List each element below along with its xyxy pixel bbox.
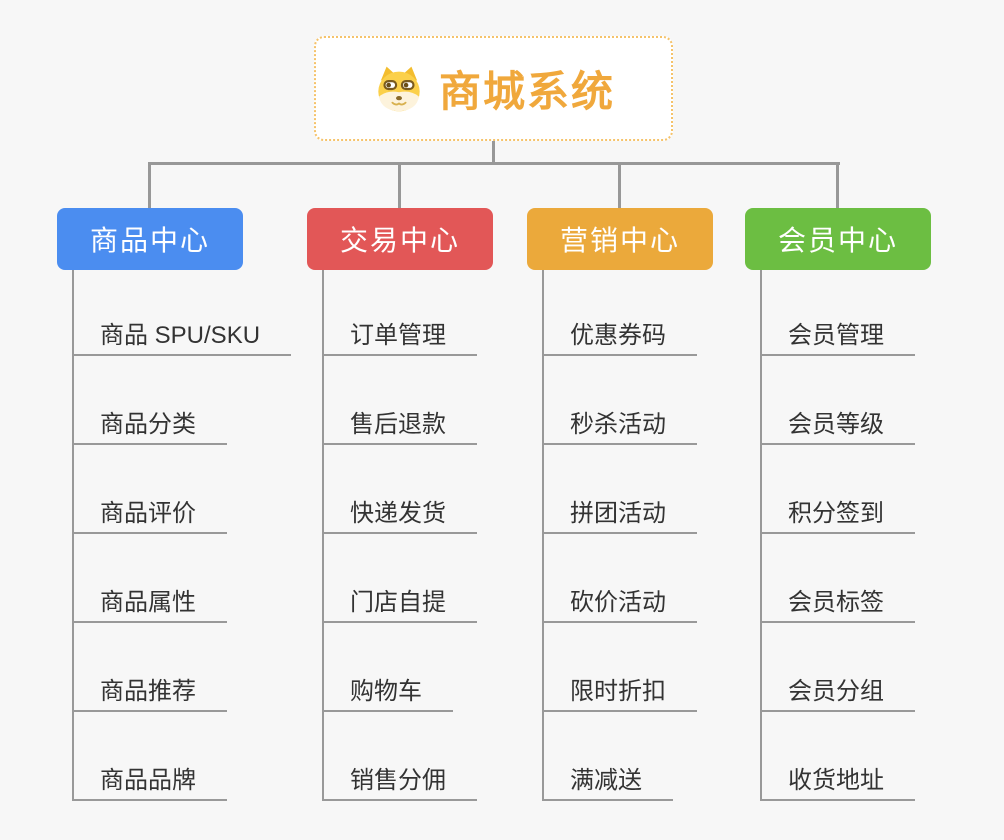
leaf-node[interactable]: 购物车 — [322, 673, 453, 712]
leaf-node[interactable]: 商品 SPU/SKU — [72, 317, 292, 356]
leaf-node[interactable]: 收货地址 — [760, 762, 915, 801]
leaf-node[interactable]: 会员分组 — [760, 673, 915, 712]
branch-spine — [72, 270, 74, 799]
dog-face-icon — [372, 65, 426, 113]
leaf-node[interactable]: 商品品牌 — [72, 762, 227, 801]
leaf-node[interactable]: 商品属性 — [72, 584, 227, 623]
branch-column-marketing: 营销中心 优惠券码 秒杀活动 拼团活动 砍价活动 限时折扣 满减送 — [527, 208, 782, 808]
leaf-node[interactable]: 会员管理 — [760, 317, 915, 356]
branch-spine — [760, 270, 762, 799]
branch-node-marketing[interactable]: 营销中心 — [527, 208, 713, 270]
connector-root-stub — [492, 141, 495, 163]
branch-column-members: 会员中心 会员管理 会员等级 积分签到 会员标签 会员分组 收货地址 — [745, 208, 1000, 808]
leaf-node[interactable]: 满减送 — [542, 762, 673, 801]
leaf-node[interactable]: 会员标签 — [760, 584, 915, 623]
leaf-node[interactable]: 商品推荐 — [72, 673, 227, 712]
leaf-node[interactable]: 会员等级 — [760, 406, 915, 445]
leaf-node[interactable]: 秒杀活动 — [542, 406, 697, 445]
connector-drop-3 — [618, 165, 621, 208]
leaf-node[interactable]: 订单管理 — [322, 317, 477, 356]
connector-drop-1 — [148, 165, 151, 208]
branch-spine — [322, 270, 324, 799]
leaf-node[interactable]: 限时折扣 — [542, 673, 697, 712]
leaf-node[interactable]: 砍价活动 — [542, 584, 697, 623]
connector-trunk — [148, 162, 840, 165]
connector-drop-2 — [398, 165, 401, 208]
leaf-node[interactable]: 售后退款 — [322, 406, 477, 445]
leaf-node[interactable]: 门店自提 — [322, 584, 477, 623]
leaf-node[interactable]: 快递发货 — [322, 495, 477, 534]
branch-node-products[interactable]: 商品中心 — [57, 208, 243, 270]
leaf-node[interactable]: 商品分类 — [72, 406, 227, 445]
leaf-node[interactable]: 销售分佣 — [322, 762, 477, 801]
branch-spine — [542, 270, 544, 799]
branch-node-trade[interactable]: 交易中心 — [307, 208, 493, 270]
branch-column-products: 商品中心 商品 SPU/SKU 商品分类 商品评价 商品属性 商品推荐 商品品牌 — [57, 208, 312, 808]
leaf-node[interactable]: 优惠券码 — [542, 317, 697, 356]
leaf-node[interactable]: 积分签到 — [760, 495, 915, 534]
branch-column-trade: 交易中心 订单管理 售后退款 快递发货 门店自提 购物车 销售分佣 — [307, 208, 562, 808]
root-title: 商城系统 — [438, 68, 615, 115]
branch-node-members[interactable]: 会员中心 — [745, 208, 931, 270]
leaf-node[interactable]: 拼团活动 — [542, 495, 697, 534]
leaf-node[interactable]: 商品评价 — [72, 495, 227, 534]
connector-drop-4 — [836, 165, 839, 208]
root-node[interactable]: 商城系统 — [314, 36, 673, 141]
